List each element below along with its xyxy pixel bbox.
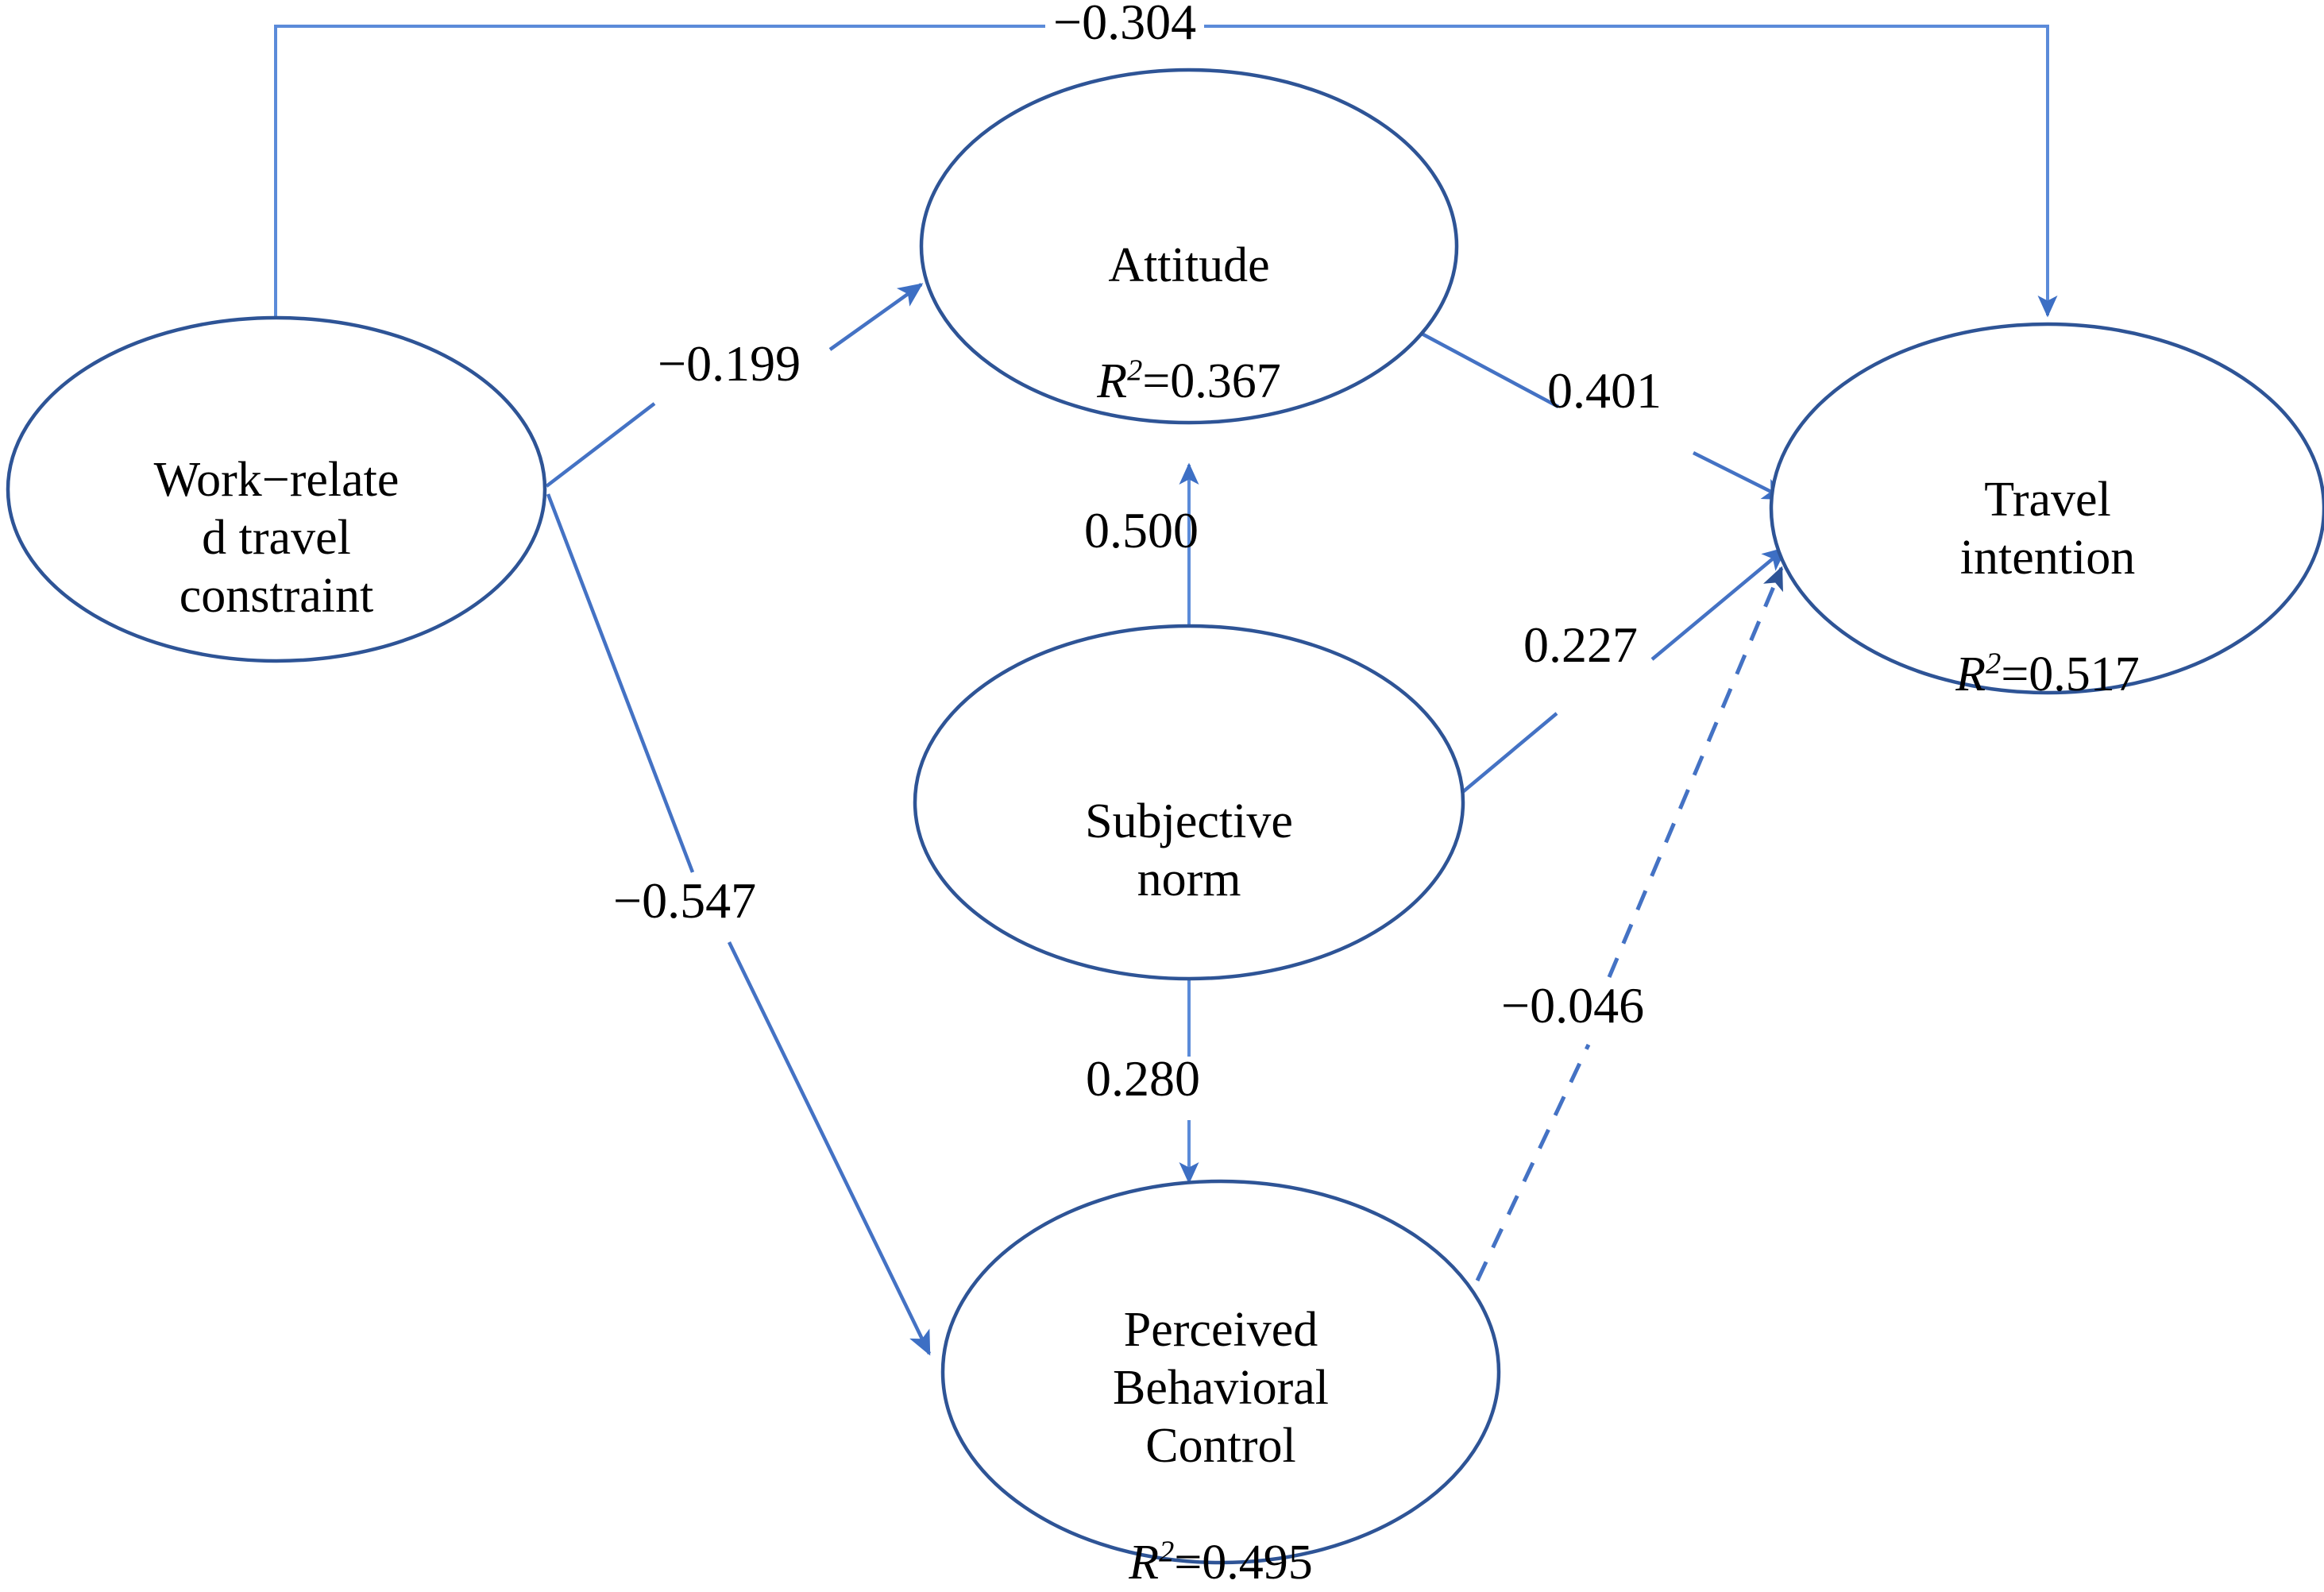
path-wrtc-to-travel-intention [274, 25, 2058, 318]
coefficient-label-wrtc-to-attitude: −0.199 [658, 335, 801, 392]
path-subjective-norm-to-travel-intention [1458, 547, 1788, 796]
path-attitude-to-travel-intention [1420, 332, 1788, 501]
node-attitude[interactable] [919, 68, 1459, 425]
coefficient-label-subjective-norm-to-travel-intention: 0.227 [1523, 616, 1638, 673]
path-wrtc-to-pbc [546, 493, 932, 1356]
node-travel-intention[interactable] [1769, 322, 2324, 695]
coefficient-label-subjective-norm-to-pbc: 0.280 [1086, 1050, 1200, 1107]
coefficient-label-wrtc-to-pbc: −0.547 [613, 872, 757, 929]
node-subjective-norm[interactable] [913, 624, 1465, 981]
coefficient-label-wrtc-to-travel-intention: −0.304 [1045, 0, 1205, 51]
path-pbc-to-travel-intention [1475, 566, 1784, 1282]
coefficient-label-attitude-to-travel-intention: 0.401 [1547, 362, 1662, 419]
coefficient-label-pbc-to-travel-intention: −0.046 [1501, 977, 1645, 1034]
node-perceived-behavioral-control[interactable] [940, 1179, 1501, 1565]
coefficient-label-subjective-norm-to-attitude: 0.500 [1084, 502, 1199, 558]
path-wrtc-to-attitude [545, 283, 924, 488]
node-work-related-travel-constraint[interactable] [6, 315, 547, 663]
